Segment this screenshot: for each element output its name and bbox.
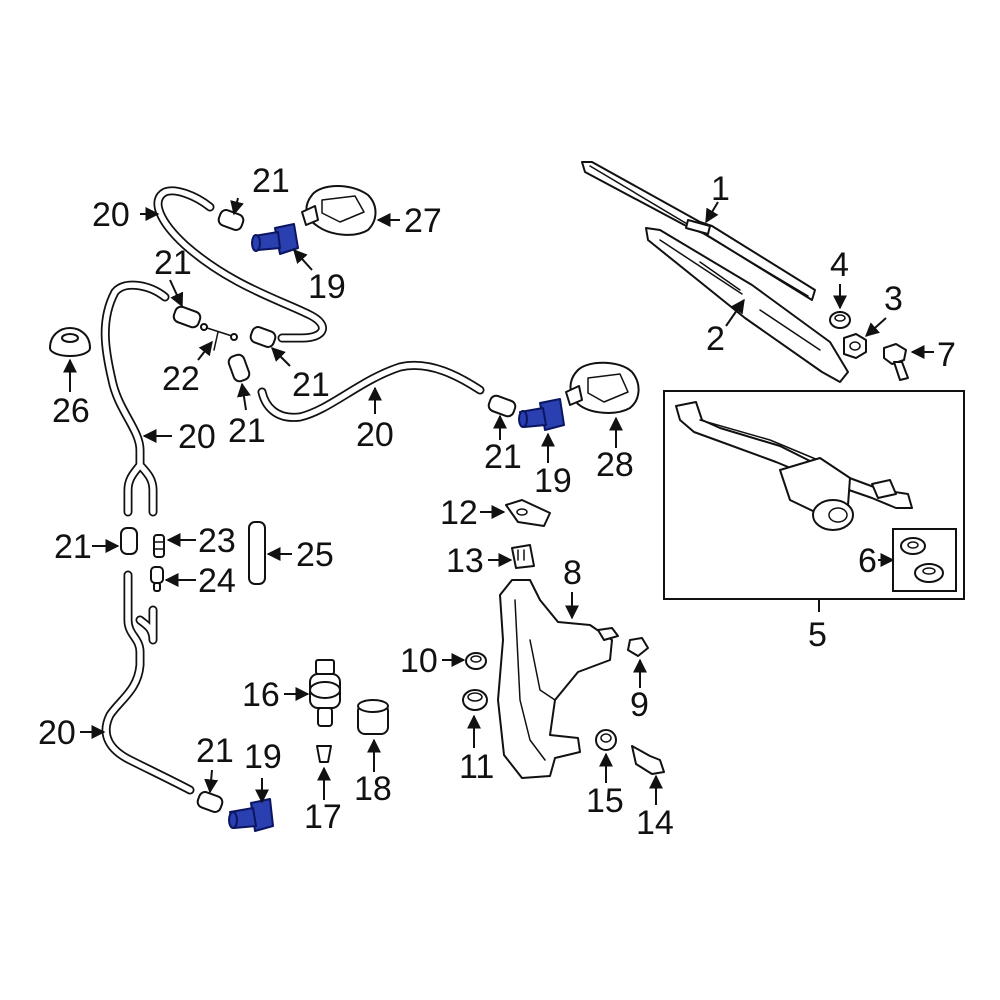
grommet-11	[462, 689, 488, 711]
callout-9: 9	[630, 686, 649, 724]
callout-6: 6	[858, 542, 877, 580]
callout-25: 25	[296, 536, 334, 574]
callout-28: 28	[596, 446, 634, 484]
clip-13	[511, 544, 535, 569]
grommet-9	[627, 637, 649, 657]
adapter-24	[150, 566, 164, 592]
grommet-10	[465, 652, 487, 670]
linkage-assembly-box	[663, 390, 965, 600]
callout-20-d: 20	[38, 714, 76, 752]
spray-nozzle-27	[301, 185, 377, 236]
connector-21-f	[120, 527, 138, 555]
callout-23: 23	[198, 522, 236, 560]
callout-22: 22	[162, 360, 200, 398]
washer-reservoir	[497, 579, 619, 779]
callout-27: 27	[404, 202, 442, 240]
sensor-14	[631, 745, 665, 775]
wiper-arm	[645, 227, 849, 383]
callout-21-c: 21	[292, 366, 330, 404]
callout-labels: 1 2 3 4 5 6 7 8 9 10 11 12 13 14 15 16 1…	[38, 162, 956, 842]
connector-21-a	[217, 209, 245, 231]
filter-17	[316, 745, 332, 763]
callout-21-a: 21	[252, 162, 290, 200]
callout-14: 14	[636, 804, 674, 842]
connector-21-c	[249, 326, 277, 348]
callout-17: 17	[304, 798, 342, 836]
bracket-12	[505, 499, 551, 527]
callout-10: 10	[400, 642, 438, 680]
callout-2: 2	[706, 320, 725, 358]
callout-8: 8	[563, 554, 582, 592]
wiper-blade	[581, 161, 816, 301]
grommet-6	[900, 537, 944, 583]
callout-21-f: 21	[54, 528, 92, 566]
grommet-26	[49, 327, 91, 357]
callout-20-b: 20	[178, 418, 216, 456]
callout-13: 13	[446, 542, 484, 580]
hose-lower	[101, 570, 195, 795]
bolt-7	[883, 343, 909, 381]
check-valve-23	[153, 534, 165, 558]
callout-7: 7	[937, 336, 956, 374]
callout-4: 4	[830, 246, 849, 284]
connector-21-g	[196, 791, 224, 813]
callout-18: 18	[354, 770, 392, 808]
nut-3	[843, 333, 867, 359]
callout-21-d: 21	[228, 412, 266, 450]
callout-21-g: 21	[196, 732, 234, 770]
callout-26: 26	[52, 392, 90, 430]
washer-pump-16	[309, 659, 341, 727]
connector-21-b	[172, 305, 202, 329]
callout-20-a: 20	[92, 196, 130, 234]
callout-21-b: 21	[154, 244, 192, 282]
elbow-connector-19-top	[251, 223, 299, 255]
connector-21-e	[487, 394, 517, 418]
callout-19-top: 19	[308, 268, 346, 306]
pump-grommet-18	[357, 699, 389, 735]
grommet-15	[595, 729, 617, 751]
y-connector	[200, 323, 238, 351]
callout-16: 16	[242, 676, 280, 714]
callout-20-c: 20	[356, 416, 394, 454]
elbow-connector-19-right	[518, 398, 565, 431]
callout-3: 3	[884, 280, 903, 318]
callout-19-bottom: 19	[244, 738, 282, 776]
elbow-connector-19-bottom	[228, 798, 274, 832]
hose-middle	[257, 360, 485, 422]
callout-24: 24	[198, 562, 236, 600]
callout-1: 1	[711, 170, 730, 208]
callout-19-right: 19	[534, 462, 572, 500]
spray-nozzle-28	[565, 361, 640, 414]
hose-left-long	[100, 280, 170, 517]
callout-21-e: 21	[484, 438, 522, 476]
callout-5: 5	[808, 616, 827, 654]
hose-upper	[153, 186, 327, 343]
leader-lines	[63, 197, 934, 805]
cap-4	[829, 311, 851, 329]
callout-12: 12	[440, 494, 478, 532]
hose-section-25	[248, 521, 266, 585]
callout-15: 15	[586, 782, 624, 820]
callout-11: 11	[459, 748, 494, 786]
connector-21-d	[227, 353, 251, 383]
